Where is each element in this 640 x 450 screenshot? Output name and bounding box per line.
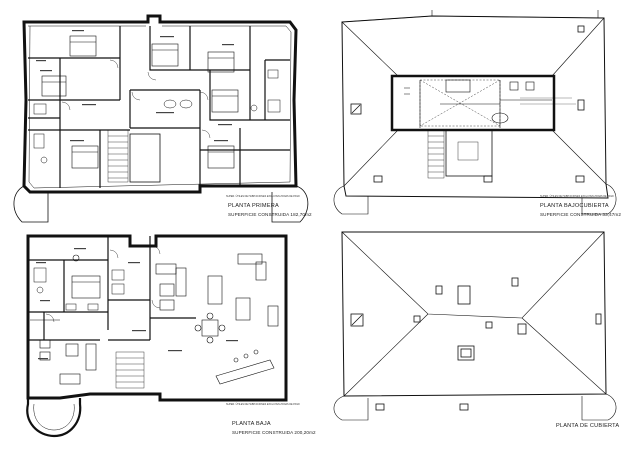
first-floor-title: Planta Primera — [228, 203, 279, 209]
attic-plan — [333, 10, 617, 215]
attic-title: Planta Bajocubierta — [540, 203, 609, 209]
first-floor-area: SUPERFICIE CONSTRUIDA 182,70m2 — [228, 212, 312, 217]
attic-area: SUPERFICIE CONSTRUIDA 33,47m2 — [540, 212, 622, 217]
roof-plan — [333, 231, 617, 421]
ground-floor-note: SUPER. ÚTILES DE HABITACIONES EXCLUYEN Z… — [226, 403, 300, 406]
ground-floor-title: Planta Baja — [232, 421, 271, 427]
first-floor-plan — [13, 14, 309, 223]
roof-title: Planta de Cubierta — [556, 423, 620, 429]
ground-floor-area: SUPERFICIE CONSTRUIDA 200,20m2 — [232, 430, 316, 435]
attic-note: SUPER. ÚTILES DE HABITACIONES EXCLUYEN Z… — [540, 195, 614, 198]
first-floor-note: SUPER. ÚTILES DE HABITACIONES EXCLUYEN Z… — [226, 195, 300, 198]
ground-floor-plan — [26, 234, 288, 438]
